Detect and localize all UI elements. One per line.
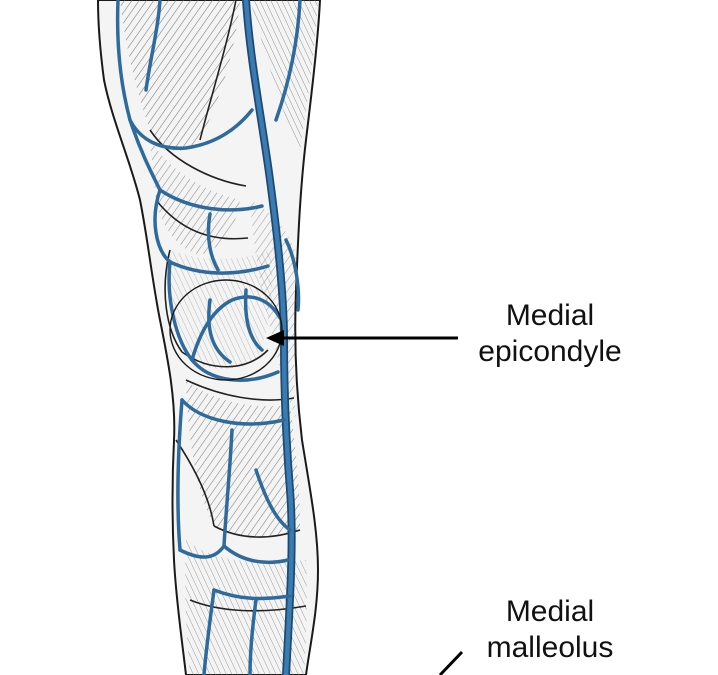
vein-network xyxy=(115,0,302,675)
epicondyle-arrow xyxy=(266,330,458,346)
medial-malleolus-label: Medial malleolus xyxy=(462,594,638,666)
medial-epicondyle-label-line1: Medial xyxy=(505,299,595,332)
knee-outline xyxy=(169,279,283,381)
medial-malleolus-label-line1: Medial xyxy=(505,595,595,628)
medial-epicondyle-label-line2: epicondyle xyxy=(478,335,622,368)
malleolus-pointer-line xyxy=(438,650,464,675)
medial-epicondyle-label: Medial epicondyle xyxy=(452,298,648,370)
medial-malleolus-label-line2: malleolus xyxy=(486,631,614,664)
